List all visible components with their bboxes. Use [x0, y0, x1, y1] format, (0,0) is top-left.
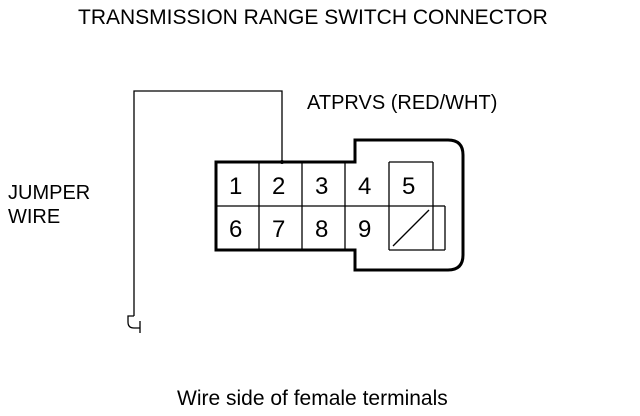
jumper-label-line1: JUMPER [8, 182, 90, 204]
pin-9: 9 [358, 216, 371, 243]
pin-2: 2 [272, 173, 285, 200]
pin-1: 1 [229, 173, 242, 200]
jumper-wire [133, 90, 283, 316]
connector-housing [214, 138, 465, 272]
pin-3: 3 [315, 173, 328, 200]
blank-terminal-slash [392, 209, 430, 247]
pin-7: 7 [272, 216, 285, 243]
pin-8: 8 [315, 216, 328, 243]
wire-label: ATPRVS (RED/WHT) [307, 92, 497, 114]
pin-6: 6 [229, 216, 242, 243]
pin-4: 4 [358, 173, 371, 200]
pin-5: 5 [402, 173, 415, 200]
jumper-label-line2: WIRE [8, 206, 60, 228]
pin-grid [216, 161, 446, 251]
diagram-caption: Wire side of female terminals [177, 387, 448, 410]
jumper-probe-tip [127, 315, 141, 333]
diagram-title: TRANSMISSION RANGE SWITCH CONNECTOR [78, 6, 548, 29]
